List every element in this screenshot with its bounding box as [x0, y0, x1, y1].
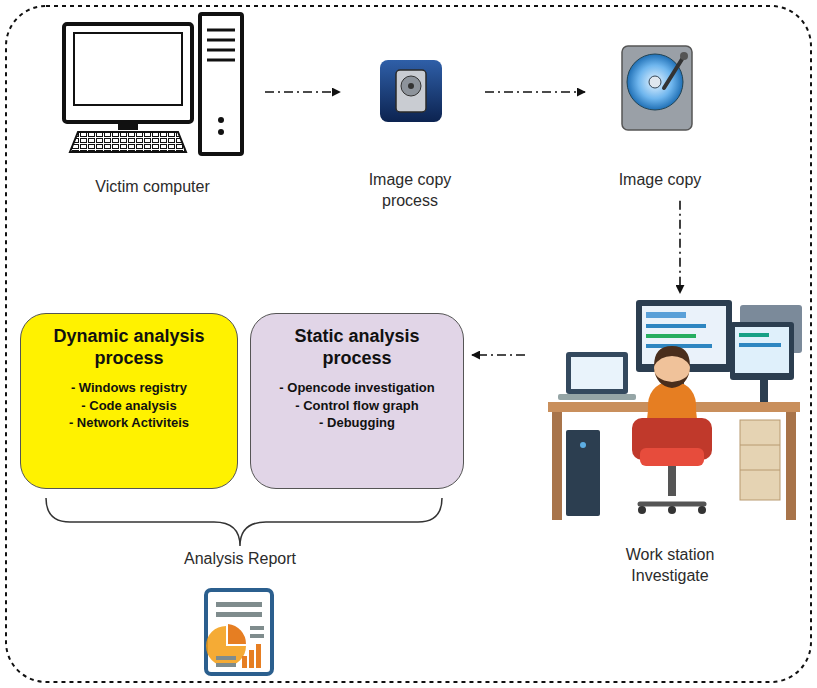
grouping-brace: [46, 498, 442, 546]
node-caption: Work station Investigate: [614, 545, 726, 587]
flow-arrow: [679, 201, 681, 293]
box-heading: Dynamic analysis process: [39, 326, 219, 369]
flow-arrow: [472, 354, 525, 356]
process-node: Image copy process: [350, 50, 470, 212]
list-item: - Code analysis: [31, 397, 227, 415]
list-item: - Windows registry: [31, 379, 227, 397]
node-caption: Victim computer: [63, 177, 243, 198]
report-icon: [206, 590, 272, 674]
list-item: - Control flow graph: [261, 397, 453, 415]
process-box: Static analysis process - Opencode invest…: [250, 313, 464, 489]
storage-node: Image copy: [595, 40, 725, 191]
hard-disk-icon: [622, 46, 692, 130]
node-caption: Image copy process: [355, 170, 465, 212]
workstation-illustration: [548, 300, 802, 520]
report-label: Analysis Report: [140, 550, 340, 568]
imaging-icon: [380, 60, 442, 122]
list-item: - Debugging: [261, 414, 453, 432]
computer-icon: [64, 14, 242, 154]
outer-border: [6, 6, 811, 682]
process-box: Dynamic analysis process - Windows regist…: [20, 313, 238, 489]
workstation-node: Work station Investigate: [530, 298, 810, 587]
flow-arrow: [485, 91, 585, 93]
list-item: - Network Activiteis: [31, 414, 227, 432]
box-heading: Static analysis process: [272, 326, 442, 369]
list-item: - Opencode investigation: [261, 379, 453, 397]
computer-node: Victim computer: [55, 12, 250, 198]
node-caption: Image copy: [600, 170, 720, 191]
flow-arrow: [265, 91, 340, 93]
